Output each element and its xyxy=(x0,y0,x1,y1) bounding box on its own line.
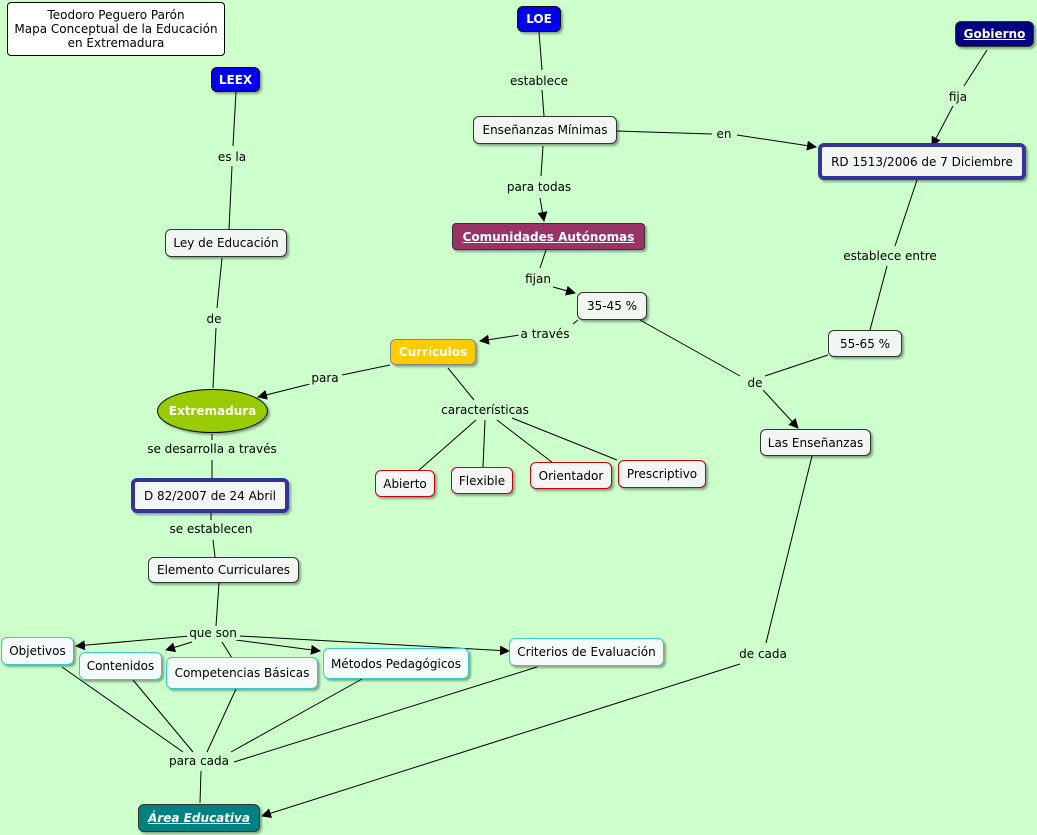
author-line-3: en Extremadura xyxy=(67,36,165,50)
link-label-para-cada: para cada xyxy=(167,754,231,768)
link-label-establece: establece xyxy=(507,74,571,88)
node-criterios-de-evaluacion[interactable]: Criterios de Evaluación xyxy=(509,638,664,666)
link-label-se-establecen: se establecen xyxy=(167,522,255,536)
node-objetivos[interactable]: Objetivos xyxy=(1,637,74,665)
link-label-se-desarrolla: se desarrolla a través xyxy=(145,442,279,456)
node-leex[interactable]: LEEX xyxy=(211,67,260,92)
link-label-caracteristicas: características xyxy=(439,403,531,417)
node-competencias-basicas[interactable]: Competencias Básicas xyxy=(166,657,318,689)
author-line-2: Mapa Conceptual de la Educación xyxy=(14,22,218,36)
node-decreto-82-2007[interactable]: D 82/2007 de 24 Abril xyxy=(131,478,289,513)
link-label-es-la: es la xyxy=(215,150,249,164)
node-ley-de-educacion[interactable]: Ley de Educación xyxy=(165,229,287,257)
node-prescriptivo[interactable]: Prescriptivo xyxy=(618,460,706,488)
node-curriculos[interactable]: Currículos xyxy=(390,339,476,365)
node-35-45-percent[interactable]: 35-45 % xyxy=(577,292,647,320)
node-gobierno[interactable]: Gobierno xyxy=(955,21,1034,47)
node-rd-1513-2006[interactable]: RD 1513/2006 de 7 Diciembre xyxy=(818,143,1026,180)
node-loe[interactable]: LOE xyxy=(517,6,561,32)
link-label-para-todas: para todas xyxy=(504,180,574,194)
link-label-establece-entre: establece entre xyxy=(841,249,939,263)
link-label-que-son: que son xyxy=(187,626,239,640)
author-box: Teodoro Peguero Parón Mapa Conceptual de… xyxy=(7,2,225,56)
node-area-educativa[interactable]: Área Educativa xyxy=(138,804,260,832)
author-line-1: Teodoro Peguero Parón xyxy=(47,8,185,22)
node-elemento-curriculares[interactable]: Elemento Curriculares xyxy=(148,557,299,583)
node-extremadura[interactable]: Extremadura xyxy=(157,389,268,433)
node-contenidos[interactable]: Contenidos xyxy=(79,652,162,680)
link-label-en: en xyxy=(714,127,734,141)
node-metodos-pedagogicos[interactable]: Métodos Pedagógicos xyxy=(323,648,469,679)
link-label-de-cada: de cada xyxy=(737,647,789,661)
link-label-a-traves: a través xyxy=(518,327,572,341)
node-flexible[interactable]: Flexible xyxy=(451,467,513,494)
node-ensenanzas-minimas[interactable]: Enseñanzas Mínimas xyxy=(473,116,617,144)
node-comunidades-autonomas[interactable]: Comunidades Autónomas xyxy=(452,223,645,250)
link-label-de-ley: de xyxy=(204,312,224,326)
node-55-65-percent[interactable]: 55-65 % xyxy=(828,330,902,357)
node-orientador[interactable]: Orientador xyxy=(530,462,612,489)
link-label-de-porcentajes: de xyxy=(745,376,765,390)
link-label-fijan: fijan xyxy=(523,272,553,286)
link-label-para: para xyxy=(309,371,341,385)
node-abierto[interactable]: Abierto xyxy=(375,470,435,497)
link-label-fija: fija xyxy=(946,90,970,104)
node-las-ensenanzas[interactable]: Las Enseñanzas xyxy=(760,429,871,456)
